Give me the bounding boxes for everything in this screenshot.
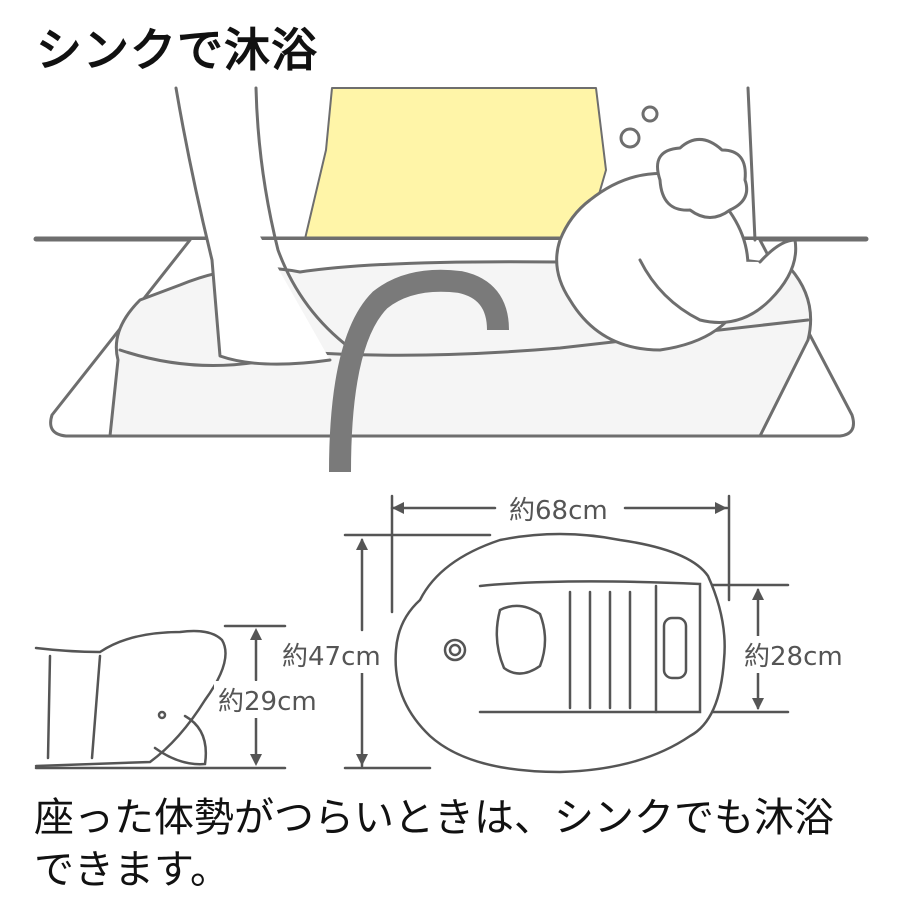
caption: 座った体勢がつらいときは、シンクでも沐浴 できます。	[34, 792, 874, 896]
height-dimension-label: 約29cm	[214, 681, 321, 718]
caption-line-2: できます。	[34, 847, 230, 893]
width-dimension-label: 約47cm	[278, 636, 385, 673]
page-title: シンクで沐浴	[36, 23, 318, 77]
caption-line-1: 座った体勢がつらいときは、シンクでも沐浴	[34, 795, 834, 841]
length-dimension-label: 約68cm	[505, 490, 612, 527]
inner-width-dimension-label: 約28cm	[740, 636, 847, 673]
